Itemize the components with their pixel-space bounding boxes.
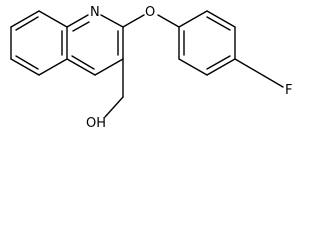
hydroxymethyl-group (104, 58, 124, 118)
pyridine-ring (66, 14, 124, 76)
hydroxyl-label: OH (86, 116, 106, 131)
ether-oxygen-label: O (145, 5, 155, 20)
chemical-structure: N O F OH (10, 5, 292, 131)
fluorophenyl-ring (178, 10, 284, 88)
benzo-ring (10, 10, 68, 76)
nitrogen-label: N (90, 5, 100, 20)
fluorine-label: F (285, 83, 292, 98)
ether-linkage (122, 14, 180, 28)
